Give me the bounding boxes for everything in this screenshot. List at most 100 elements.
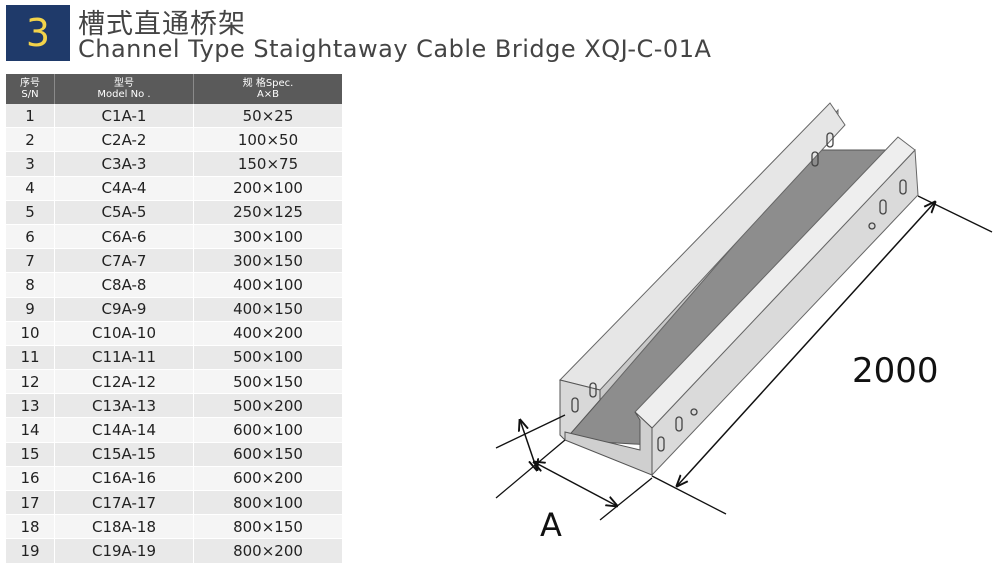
cell-model: C15A-15 xyxy=(54,442,194,467)
cell-spec: 400×200 xyxy=(193,321,342,346)
tray-right-end xyxy=(564,411,653,476)
length-dimension-line xyxy=(677,202,935,486)
cell-model: C11A-11 xyxy=(54,345,194,371)
cell-sn: 9 xyxy=(6,297,55,322)
cell-spec: 600×100 xyxy=(193,417,342,443)
cell-sn: 1 xyxy=(6,104,55,129)
cell-spec: 800×200 xyxy=(193,538,342,564)
cell-sn: 7 xyxy=(6,248,55,274)
slot-hole xyxy=(811,151,819,167)
cell-sn: 10 xyxy=(6,321,55,346)
cell-model: C13A-13 xyxy=(54,393,194,419)
cell-model: C2A-2 xyxy=(54,127,194,153)
cell-spec: 800×150 xyxy=(193,514,342,540)
cell-model: C17A-17 xyxy=(54,490,194,516)
cell-model: C9A-9 xyxy=(54,297,194,322)
header-spec: 规 格Spec. A×B xyxy=(193,74,342,104)
cell-model: C4A-4 xyxy=(54,176,194,201)
length-ext-line-bottom xyxy=(651,475,727,515)
slot-hole xyxy=(589,382,597,398)
cell-spec: 100×50 xyxy=(193,127,342,153)
width-label: A xyxy=(540,506,562,544)
cell-model: C8A-8 xyxy=(54,272,194,298)
header-spec-en: A×B xyxy=(256,89,280,100)
cell-sn: 18 xyxy=(6,514,55,540)
cell-sn: 4 xyxy=(6,176,55,201)
cell-spec: 400×150 xyxy=(193,297,342,322)
header-sn-en: S/N xyxy=(21,89,39,100)
cell-model: C16A-16 xyxy=(54,466,194,492)
cell-spec: 600×150 xyxy=(193,442,342,467)
cell-sn: 11 xyxy=(6,345,55,371)
cell-model: C1A-1 xyxy=(54,104,194,129)
cell-model: C18A-18 xyxy=(54,514,194,540)
cell-spec: 600×200 xyxy=(193,466,342,492)
cell-sn: 2 xyxy=(6,127,55,153)
cell-spec: 500×100 xyxy=(193,345,342,371)
width-ext-line-right xyxy=(599,477,653,521)
cell-spec: 400×100 xyxy=(193,272,342,298)
cell-spec: 800×100 xyxy=(193,490,342,516)
cell-sn: 3 xyxy=(6,151,55,177)
title-chinese: 槽式直通桥架 xyxy=(78,9,246,40)
header-model-en: Model No . xyxy=(97,89,151,100)
cell-spec: 500×200 xyxy=(193,393,342,419)
cell-sn: 13 xyxy=(6,393,55,419)
table-header-row: 序号 S/N 型号 Model No . 规 格Spec. A×B xyxy=(6,74,342,104)
cell-model: C19A-19 xyxy=(54,538,194,564)
cell-model: C7A-7 xyxy=(54,248,194,274)
width-dimension-line xyxy=(534,462,617,506)
cell-spec: 150×75 xyxy=(193,151,342,177)
cell-spec: 300×150 xyxy=(193,248,342,274)
header-model: 型号 Model No . xyxy=(54,74,194,104)
cell-spec: 50×25 xyxy=(193,104,342,129)
cell-spec: 500×150 xyxy=(193,369,342,395)
header-model-cn: 型号 xyxy=(114,78,134,89)
header-spec-cn: 规 格Spec. xyxy=(242,78,294,89)
title-english: Channel Type Staightaway Cable Bridge XQ… xyxy=(78,35,712,63)
cell-sn: 15 xyxy=(6,442,55,467)
cell-model: C10A-10 xyxy=(54,321,194,346)
cable-tray-drawing: 2000 A xyxy=(495,102,993,544)
header-sn-cn: 序号 xyxy=(20,78,40,89)
cell-model: C12A-12 xyxy=(54,369,194,395)
cell-sn: 17 xyxy=(6,490,55,516)
cell-sn: 12 xyxy=(6,369,55,395)
length-label: 2000 xyxy=(852,351,939,391)
cell-sn: 5 xyxy=(6,200,55,225)
cell-model: C5A-5 xyxy=(54,200,194,225)
cell-model: C14A-14 xyxy=(54,417,194,443)
cell-sn: 19 xyxy=(6,538,55,564)
cell-spec: 200×100 xyxy=(193,176,342,201)
cell-spec: 250×125 xyxy=(193,200,342,225)
header-sn: 序号 S/N xyxy=(6,74,55,104)
cell-sn: 6 xyxy=(6,224,55,250)
section-number-badge: 3 xyxy=(6,5,70,61)
cell-sn: 14 xyxy=(6,417,55,443)
slot-hole xyxy=(826,132,834,148)
height-ext-line-top xyxy=(495,414,566,449)
slot-hole xyxy=(657,436,665,452)
cell-model: C6A-6 xyxy=(54,224,194,250)
cell-model: C3A-3 xyxy=(54,151,194,177)
